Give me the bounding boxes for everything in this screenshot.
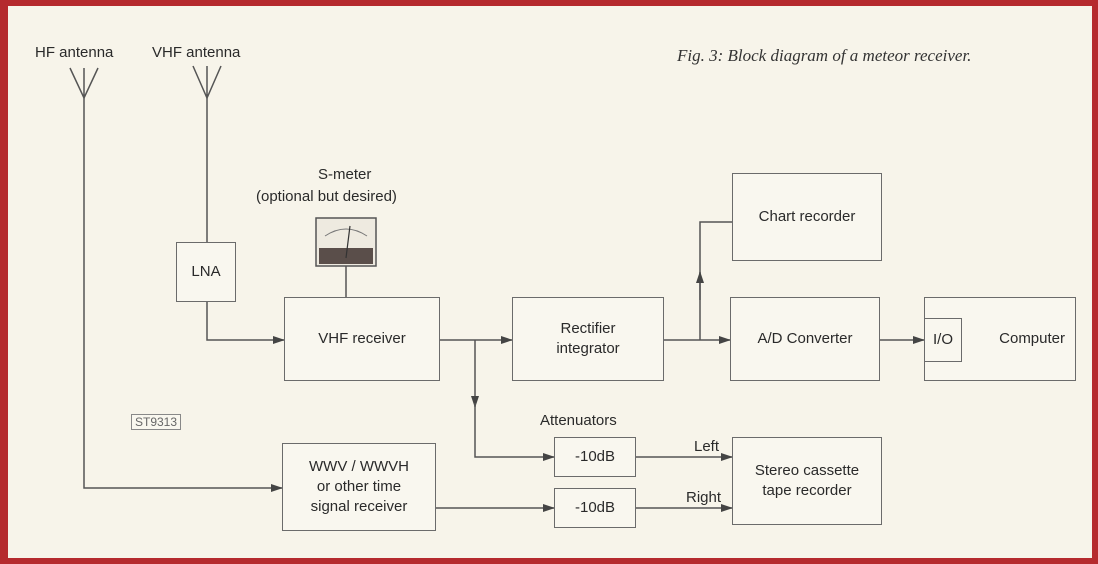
wire-hf-to-time <box>83 98 283 492</box>
attenuator-right-label: -10dB <box>574 499 616 516</box>
wire-split-to-att <box>474 403 555 461</box>
vhf-antenna-label: VHF antenna <box>152 44 241 61</box>
time-receiver-block: WWV / WWVH or other time signal receiver <box>282 443 436 531</box>
computer-label: Computer <box>999 330 1065 347</box>
smeter-subtitle: (optional but desired) <box>256 188 397 205</box>
io-block: I/O <box>924 318 962 362</box>
rectifier-label: Rectifier integrator <box>556 320 620 357</box>
left-channel-label: Left <box>694 438 720 455</box>
rectifier-block: Rectifier integrator <box>512 297 664 381</box>
s-meter-icon <box>315 217 377 267</box>
smeter-title: S-meter <box>318 166 372 183</box>
vhf-antenna-icon <box>192 65 222 100</box>
chart-recorder-label: Chart recorder <box>758 208 856 225</box>
attenuator-right-block: -10dB <box>554 488 636 528</box>
lna-label: LNA <box>191 263 221 280</box>
attenuators-label: Attenuators <box>540 412 617 429</box>
figure-code: ST9313 <box>131 414 182 430</box>
figure-caption: Fig. 3: Block diagram of a meteor receiv… <box>677 46 972 65</box>
hf-antenna-label: HF antenna <box>35 44 114 61</box>
attenuator-left-block: -10dB <box>554 437 636 477</box>
right-channel-label: Right <box>686 489 722 506</box>
io-label: I/O <box>932 331 953 348</box>
ad-converter-label: A/D Converter <box>757 330 853 347</box>
chart-recorder-block: Chart recorder <box>732 173 882 261</box>
attenuator-left-label: -10dB <box>574 448 616 465</box>
time-receiver-label: WWV / WWVH or other time signal receiver <box>309 458 409 515</box>
vhf-receiver-label: VHF receiver <box>318 330 406 347</box>
hf-antenna-icon <box>69 67 99 100</box>
wire-rect-to-chart <box>699 221 732 340</box>
tape-recorder-block: Stereo cassette tape recorder <box>732 437 882 525</box>
wire-lna-to-vhf <box>206 302 285 344</box>
ad-converter-block: A/D Converter <box>730 297 880 381</box>
lna-block: LNA <box>176 242 236 302</box>
vhf-receiver-block: VHF receiver <box>284 297 440 381</box>
tape-recorder-label: Stereo cassette tape recorder <box>754 462 860 499</box>
